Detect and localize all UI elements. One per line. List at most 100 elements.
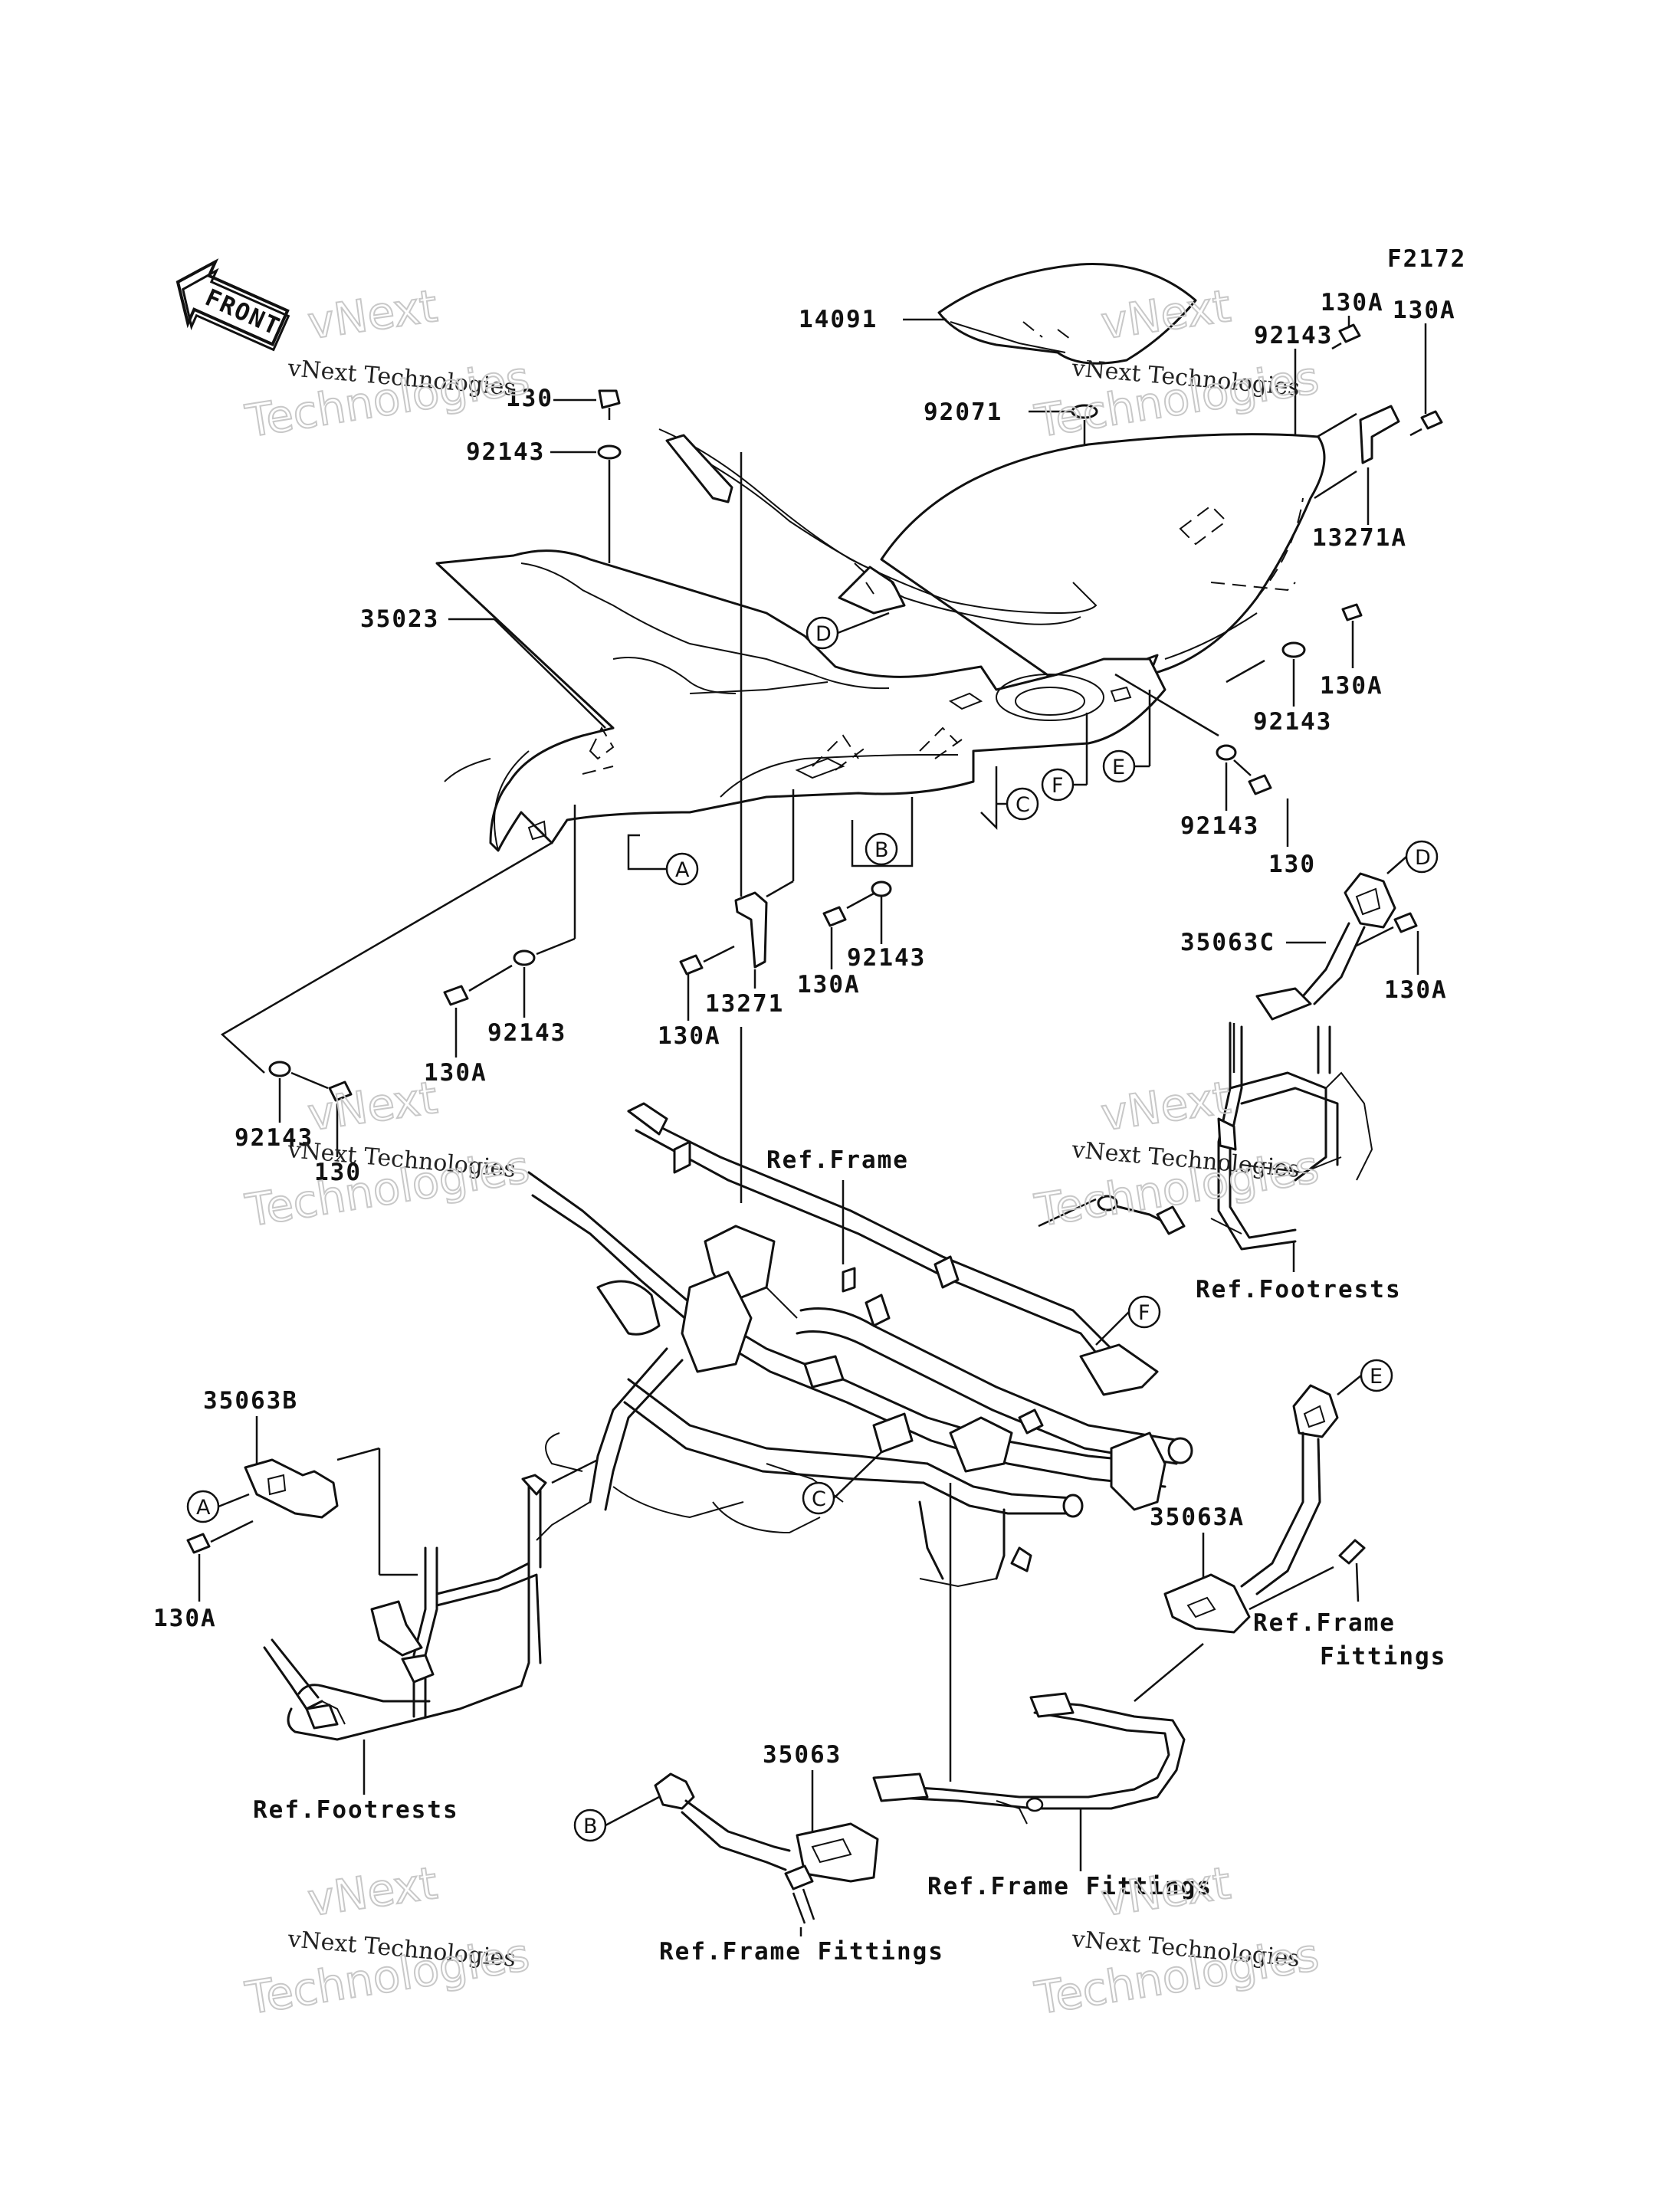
label-130A-g: 130A — [153, 1605, 217, 1632]
washer-icon — [597, 444, 622, 460]
label-35063B: 35063B — [203, 1387, 298, 1415]
bolt-icon — [822, 906, 847, 927]
label-35023: 35023 — [360, 605, 439, 633]
svg-text:E: E — [1370, 1365, 1383, 1389]
washer-icon — [871, 880, 892, 897]
label-92143-c: 92143 — [847, 944, 926, 972]
watermark-1: vNext vNext Technologies Technologies — [241, 279, 534, 448]
ref-frame-fittings-3: Ref.Frame Fittings — [659, 1938, 944, 1966]
bracket-35063C — [1255, 872, 1396, 1021]
label-14091: 14091 — [799, 306, 878, 333]
watermark-5: vNext vNext Technologies Technologies — [241, 1856, 534, 2025]
bolt-icon — [1393, 912, 1418, 933]
watermark-3: vNext vNext Technologies Technologies — [241, 1071, 534, 1238]
washer-92071 — [1071, 404, 1098, 419]
label-13271A: 13271A — [1312, 524, 1407, 552]
washer-icon — [513, 949, 536, 966]
label-130A-e: 130A — [424, 1059, 487, 1087]
label-130A-c: 130A — [797, 971, 861, 998]
ref-frame-fittings-1b: Fittings — [1320, 1643, 1446, 1671]
svg-text:A: A — [675, 858, 690, 882]
washer-icon — [1281, 641, 1306, 658]
svg-text:A: A — [196, 1496, 211, 1520]
ref-frame: Ref.Frame — [766, 1146, 909, 1174]
washer-icon — [1216, 744, 1237, 761]
callout-D-upper: D — [806, 616, 839, 650]
ref-frame-fittings-2: Ref.Frame Fittings — [927, 1873, 1212, 1900]
callout-C-upper: C — [1006, 787, 1039, 821]
label-92143-d: 92143 — [235, 1124, 313, 1152]
svg-text:B: B — [874, 838, 889, 862]
svg-text:E: E — [1112, 756, 1125, 779]
front-arrow-icon: FRONT — [176, 258, 290, 352]
svg-text:vNext: vNext — [304, 1071, 440, 1141]
callout-A-left: A — [186, 1490, 220, 1523]
label-92143-b: 92143 — [487, 1019, 566, 1047]
label-130A-f: 130A — [1384, 976, 1448, 1004]
label-92143-r2: 92143 — [1180, 812, 1259, 840]
bolt-icon — [186, 1533, 211, 1554]
label-130A-b: 130A — [1393, 297, 1456, 324]
callout-E-upper: E — [1102, 749, 1136, 783]
label-130A-r1: 130A — [1320, 672, 1383, 700]
svg-text:F: F — [1138, 1301, 1150, 1325]
svg-text:F: F — [1052, 774, 1064, 798]
callout-F-upper: F — [1041, 768, 1075, 802]
watermark-4: vNext vNext Technologies Technologies — [1031, 1071, 1324, 1238]
label-92143-a: 92143 — [1254, 322, 1333, 349]
bolt-icon — [1331, 323, 1361, 350]
bracket-35063A — [1163, 1384, 1339, 1634]
svg-text:C: C — [1016, 793, 1030, 817]
seat-part-14091 — [937, 263, 1197, 365]
svg-text:D: D — [1415, 846, 1431, 870]
svg-text:vNext: vNext — [304, 1857, 440, 1926]
callout-D-right: D — [1405, 840, 1439, 874]
footrest-right — [1097, 1021, 1373, 1251]
svg-text:vNext: vNext — [1098, 1071, 1233, 1141]
bolt-icon — [328, 1080, 353, 1102]
svg-text:C: C — [812, 1487, 826, 1511]
bolt-icon — [1409, 410, 1443, 437]
washer-icon — [268, 1061, 291, 1077]
bolt-icon — [784, 1864, 815, 1924]
label-92143-top: 92143 — [466, 438, 545, 466]
bracket-35063 — [654, 1772, 879, 1883]
lower-footrest-tube — [872, 1692, 1186, 1825]
bracket-35063B — [244, 1458, 339, 1519]
callout-C-frame: C — [802, 1481, 835, 1515]
callout-B-upper: B — [865, 832, 898, 866]
label-13271: 13271 — [705, 990, 784, 1018]
bolt-icon — [1341, 603, 1363, 621]
label-130A-a: 130A — [1321, 289, 1384, 316]
label-35063C: 35063C — [1180, 929, 1275, 956]
ref-footrests-right: Ref.Footrests — [1196, 1276, 1402, 1303]
label-92071: 92071 — [924, 398, 1002, 426]
bolt-icon — [443, 985, 469, 1006]
callout-A-upper: A — [665, 852, 699, 886]
label-130A-d: 130A — [658, 1022, 721, 1050]
label-130-d: 130 — [314, 1159, 362, 1186]
callout-E-lower: E — [1360, 1359, 1393, 1392]
footrest-left — [263, 1474, 547, 1741]
label-92143-r1: 92143 — [1253, 708, 1332, 736]
label-35063: 35063 — [763, 1741, 842, 1769]
svg-text:vNext: vNext — [304, 280, 440, 349]
label-130-top: 130 — [506, 385, 553, 412]
bolt-icon — [1338, 1539, 1366, 1602]
ref-frame-fittings-1a: Ref.Frame — [1253, 1609, 1396, 1637]
bracket-13271A — [1359, 405, 1400, 464]
bolt-icon — [598, 389, 621, 420]
label-35063A: 35063A — [1150, 1503, 1245, 1531]
svg-text:vNext: vNext — [1098, 1857, 1233, 1926]
bracket-13271 — [734, 891, 768, 969]
label-130-r: 130 — [1268, 851, 1316, 878]
svg-text:B: B — [583, 1815, 598, 1838]
bolt-icon — [679, 954, 704, 976]
figure-id: F2172 — [1387, 245, 1466, 273]
callout-B-lower: B — [573, 1808, 607, 1842]
callout-F-frame: F — [1127, 1295, 1161, 1329]
rear-fender-35023 — [435, 428, 1326, 852]
ref-footrests-left: Ref.Footrests — [253, 1796, 459, 1824]
bolt-icon — [1248, 774, 1272, 795]
